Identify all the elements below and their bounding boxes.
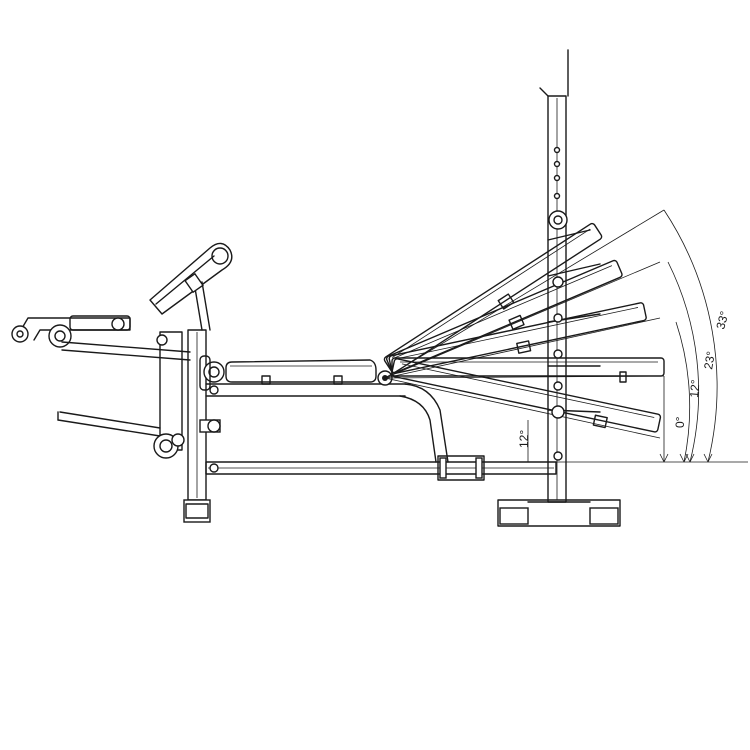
preacher-curl-pad (149, 242, 233, 331)
rear-upright (497, 49, 621, 527)
backrest-fan (377, 209, 665, 439)
front-leg-frame (159, 329, 225, 523)
angle-label-12-decline: 12° (517, 430, 531, 448)
pivot-wheel (203, 361, 225, 383)
upright-pin-knob (548, 210, 568, 230)
angle-label-12-incline: 12° (687, 379, 703, 398)
leg-extension-arm (11, 315, 191, 361)
angle-label-33: 33° (713, 309, 731, 330)
angle-label-0: 0° (673, 416, 687, 428)
angle-label-23: 23° (701, 350, 718, 370)
seat-pad (225, 359, 377, 385)
angle-dimensions: 33° 23° 12° 0° 12° (500, 209, 748, 463)
main-frame (199, 383, 557, 481)
lower-roller-arm (57, 411, 185, 459)
